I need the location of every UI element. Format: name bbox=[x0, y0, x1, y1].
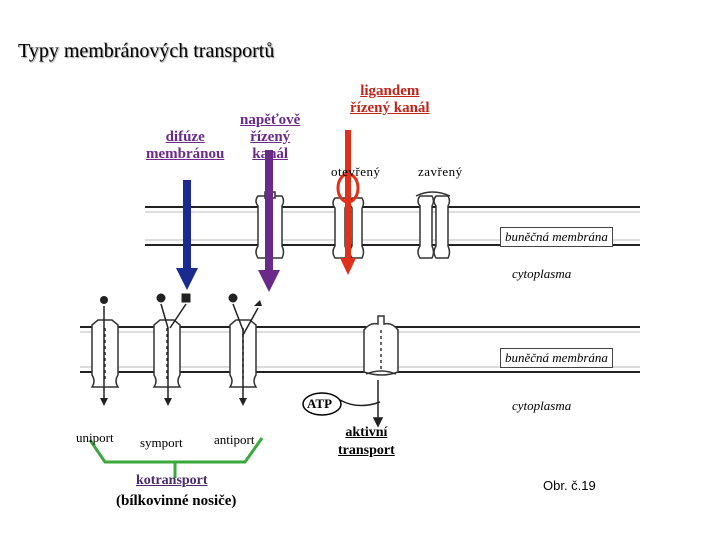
voltage-label-line1: napěťově bbox=[240, 112, 301, 128]
diffusion-label: difúze membránou bbox=[146, 129, 224, 163]
carrier-proteins-label: (bílkovinné nosiče) bbox=[116, 493, 237, 509]
cytoplasm-bottom-label: cytoplasma bbox=[512, 398, 572, 413]
active-transport-pump bbox=[363, 315, 399, 376]
uniport-molecule-icon bbox=[100, 296, 108, 304]
ligand-channel-closed bbox=[415, 191, 451, 259]
cytoplasm-top-label: cytoplasma bbox=[512, 266, 572, 281]
symport-path bbox=[156, 293, 191, 406]
membrane-bottom-label: buněčná membrána bbox=[500, 348, 613, 368]
ligand-open-arrow bbox=[336, 130, 360, 275]
symport-carrier bbox=[152, 319, 182, 388]
ligand-label-line1: ligandem bbox=[360, 83, 420, 99]
atp-link bbox=[339, 380, 384, 428]
symport-square-icon bbox=[181, 293, 191, 303]
diffusion-label-line1: difúze bbox=[165, 129, 205, 145]
closed-state-label: zavřený bbox=[418, 164, 463, 179]
voltage-gated-arrow bbox=[258, 150, 280, 292]
antiport-label: antiport bbox=[214, 432, 255, 447]
voltage-label-line2: řízený bbox=[250, 129, 291, 145]
open-state-label: otevřený bbox=[331, 164, 381, 179]
antiport-molecule-icon bbox=[228, 293, 238, 303]
uniport-carrier bbox=[90, 319, 120, 388]
diffusion-arrow bbox=[176, 180, 198, 290]
page-title: Typy membránových transportů bbox=[18, 40, 275, 62]
diffusion-label-line2: membránou bbox=[146, 146, 225, 162]
uniport-path bbox=[100, 296, 108, 406]
active-transport-line2: transport bbox=[338, 443, 395, 458]
figure-number: Obr. č.19 bbox=[543, 478, 596, 493]
voltage-label-line3: kanál bbox=[252, 146, 289, 162]
uniport-label: uniport bbox=[76, 430, 114, 445]
ligand-label-line2: řízený kanál bbox=[350, 100, 430, 116]
atp-label: ATP bbox=[307, 396, 333, 411]
kotransport-bracket bbox=[88, 437, 264, 478]
active-transport-label: aktivní transport bbox=[338, 424, 395, 460]
atp-ellipse bbox=[302, 392, 342, 416]
ligand-channel-label: ligandem řízený kanál bbox=[350, 83, 430, 117]
active-transport-line1: aktivní bbox=[345, 425, 388, 440]
antiport-path bbox=[228, 293, 262, 406]
voltage-channel-label: napěťově řízený kanál bbox=[240, 112, 300, 163]
kotransport-label: kotransport bbox=[136, 473, 208, 488]
membrane-top-label: buněčná membrána bbox=[500, 227, 613, 247]
symport-label: symport bbox=[140, 435, 183, 450]
symport-circle-icon bbox=[156, 293, 166, 303]
